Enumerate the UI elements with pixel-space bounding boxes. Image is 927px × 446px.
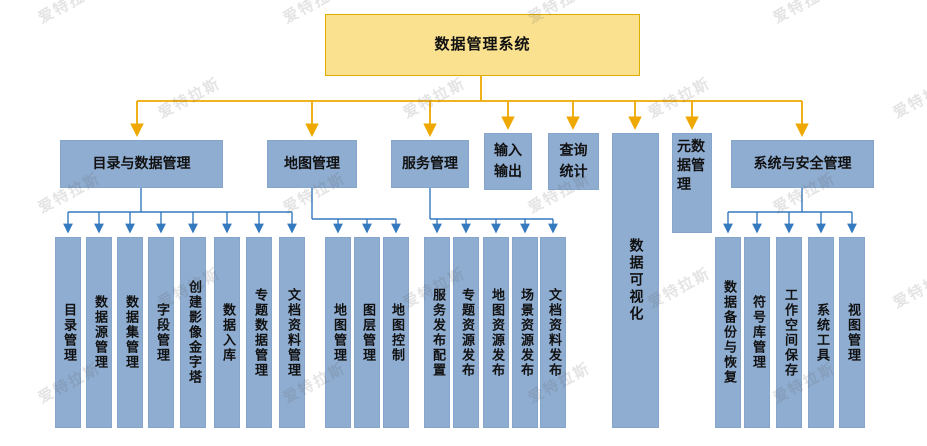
leaf-create-image-pyramid: 创建影像金字塔 — [180, 237, 206, 428]
leaf-map-management: 地图管理 — [325, 237, 351, 428]
node-system-security-management: 系统与安全管理 — [731, 140, 874, 188]
leaf-scene-resource-publish: 场景资源发布 — [512, 237, 538, 428]
leaf-dataset-management: 数据集管理 — [117, 237, 143, 428]
node-service-management: 服务管理 — [391, 140, 469, 188]
leaf-document-resource-publish: 文档资料发布 — [540, 237, 566, 428]
leaf-symbol-library-management: 符号库管理 — [744, 237, 770, 428]
leaf-system-tools: 系统工具 — [808, 237, 834, 428]
leaf-thematic-resource-publish: 专题资源发布 — [453, 237, 479, 428]
leaf-catalog-management: 目录管理 — [55, 237, 81, 428]
leaf-workspace-save: 工作空间保存 — [776, 237, 802, 428]
node-catalog-data-management: 目录与数据管理 — [60, 140, 223, 188]
leaf-map-resource-publish: 地图资源发布 — [483, 237, 509, 428]
node-metadata-management: 元数据管理 — [672, 133, 712, 233]
leaf-field-management: 字段管理 — [148, 237, 174, 428]
node-map-management: 地图管理 — [267, 140, 357, 188]
leaf-data-source-management: 数据源管理 — [86, 237, 112, 428]
leaf-data-backup-recovery: 数据备份与恢复 — [715, 237, 741, 428]
node-query-statistics: 查询统计 — [548, 133, 599, 190]
leaf-document-material-management: 文档资料管理 — [279, 237, 305, 428]
leaf-thematic-data-management: 专题数据管理 — [246, 237, 272, 428]
leaf-layer-management: 图层管理 — [354, 237, 380, 428]
leaf-view-management: 视图管理 — [839, 237, 865, 428]
leaf-service-publish-config: 服务发布配置 — [424, 237, 450, 428]
root-node-data-management-system: 数据管理系统 — [325, 14, 640, 76]
leaf-map-control: 地图控制 — [383, 237, 409, 428]
node-input-output: 输入输出 — [484, 133, 532, 190]
node-data-visualization: 数据可视化 — [612, 133, 659, 428]
leaf-data-import: 数据入库 — [214, 237, 240, 428]
